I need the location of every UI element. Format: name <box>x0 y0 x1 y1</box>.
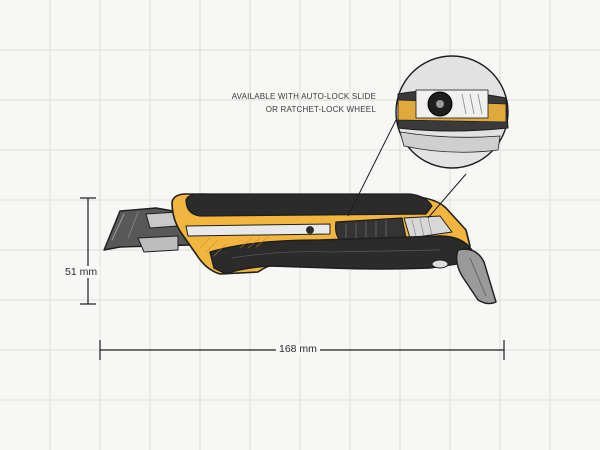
length-label: 168 mm <box>276 343 320 355</box>
callout-text: AVAILABLE WITH AUTO-LOCK SLIDE OR RATCHE… <box>232 90 376 116</box>
height-label: 51 mm <box>62 266 101 278</box>
utility-knife <box>103 193 497 305</box>
callout-line-2: OR RATCHET-LOCK WHEEL <box>265 105 376 114</box>
callout-line-1: AVAILABLE WITH AUTO-LOCK SLIDE <box>231 92 376 101</box>
bottom-grip <box>209 235 473 275</box>
dimension-height <box>80 197 96 305</box>
zoom-callout <box>347 55 509 219</box>
tail-pick <box>455 248 497 305</box>
top-grip <box>185 193 433 217</box>
